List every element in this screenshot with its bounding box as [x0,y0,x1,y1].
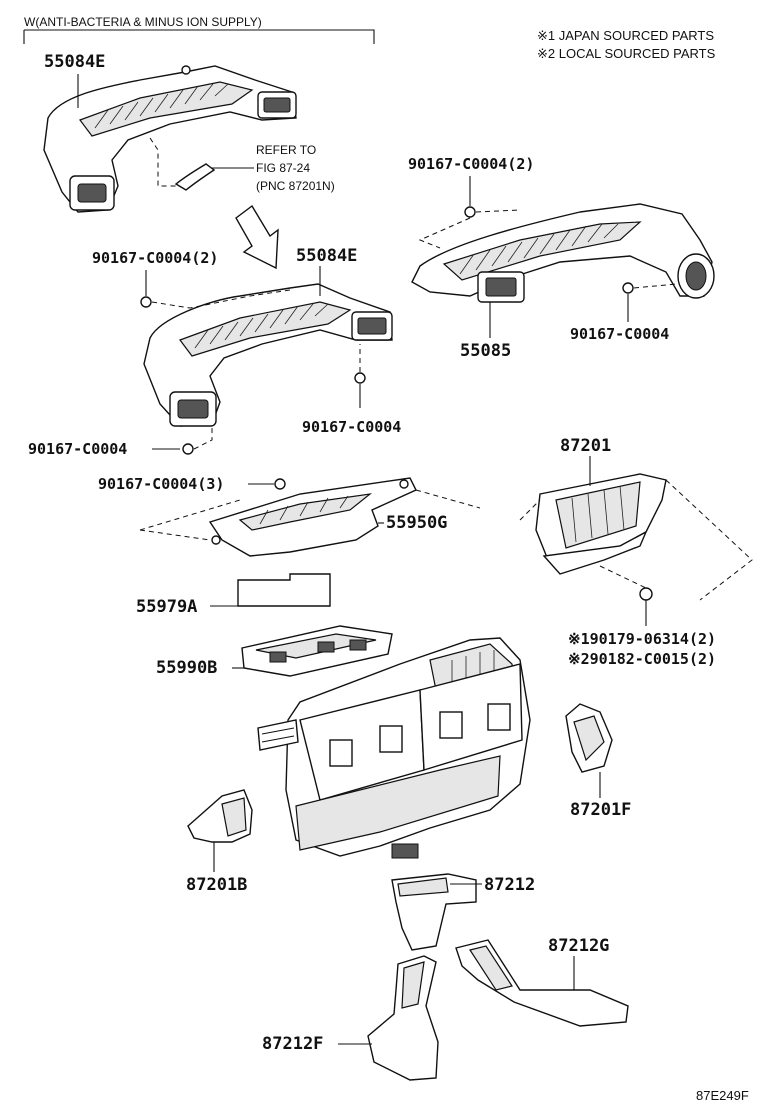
reference-line2[interactable]: FIG 87-24 [256,161,310,175]
fastener-left-mid: 90167-C0004 [302,418,401,436]
reference-line1[interactable]: REFER TO [256,143,316,157]
bolt-icon[interactable] [182,443,194,455]
bolt-icon[interactable] [354,372,366,384]
arrow-down-icon [235,204,279,270]
tray-55950g[interactable] [208,477,417,557]
bolt-icon[interactable] [140,296,152,308]
fastener-tray: 90167-C0004(3) [98,475,224,493]
label-87201b: 87201B [186,875,247,895]
duct-87201f[interactable] [565,703,613,773]
reference-line3[interactable]: (PNC 87201N) [256,179,335,193]
bolt-icon[interactable] [622,282,634,294]
nut-icon[interactable] [639,587,653,601]
label-87212g: 87212G [548,936,609,956]
figure-code: 87E249F [696,1088,749,1103]
label-55979a: 55979A [136,597,197,617]
duct-55084e-upper[interactable] [43,65,297,213]
fastener-left-top: 90167-C0004(2) [92,249,218,267]
legend-japan: ※1 JAPAN SOURCED PARTS [537,28,714,43]
duct-55084e-lower[interactable] [143,283,393,427]
label-55950g: 55950G [386,513,447,533]
duct-87212g[interactable] [455,939,629,1027]
filter-55979a[interactable] [237,573,331,607]
label-87201f: 87201F [570,800,631,820]
bolt-icon[interactable] [464,206,476,218]
fastener-left-bottom: 90167-C0004 [28,440,127,458]
label-55084e-lower: 55084E [296,246,357,266]
label-55085: 55085 [460,341,511,361]
label-87212f: 87212F [262,1034,323,1054]
case-55990b[interactable] [241,625,393,677]
condition-note: W(ANTI-BACTERIA & MINUS ION SUPPLY) [24,15,262,29]
fastener-nut-japan: ※190179-06314(2) [568,630,716,648]
duct-87212[interactable] [391,873,477,951]
duct-87212f[interactable] [367,955,439,1081]
label-55990b: 55990B [156,658,217,678]
duct-87201b[interactable] [187,789,253,843]
condition-bracket [23,29,375,44]
hose-87201n [174,163,216,191]
label-55084e-upper: 55084E [44,52,105,72]
fastener-right-top: 90167-C0004(2) [408,155,534,173]
bolt-icon[interactable] [274,478,286,490]
label-87212: 87212 [484,875,535,895]
heater-unit-assembly [257,637,531,859]
duct-55085[interactable] [411,203,715,303]
label-87201: 87201 [560,436,611,456]
legend-local: ※2 LOCAL SOURCED PARTS [537,46,716,61]
duct-87201[interactable] [535,473,667,575]
fastener-nut-local: ※290182-C0015(2) [568,650,716,668]
fastener-right-bottom: 90167-C0004 [570,325,669,343]
